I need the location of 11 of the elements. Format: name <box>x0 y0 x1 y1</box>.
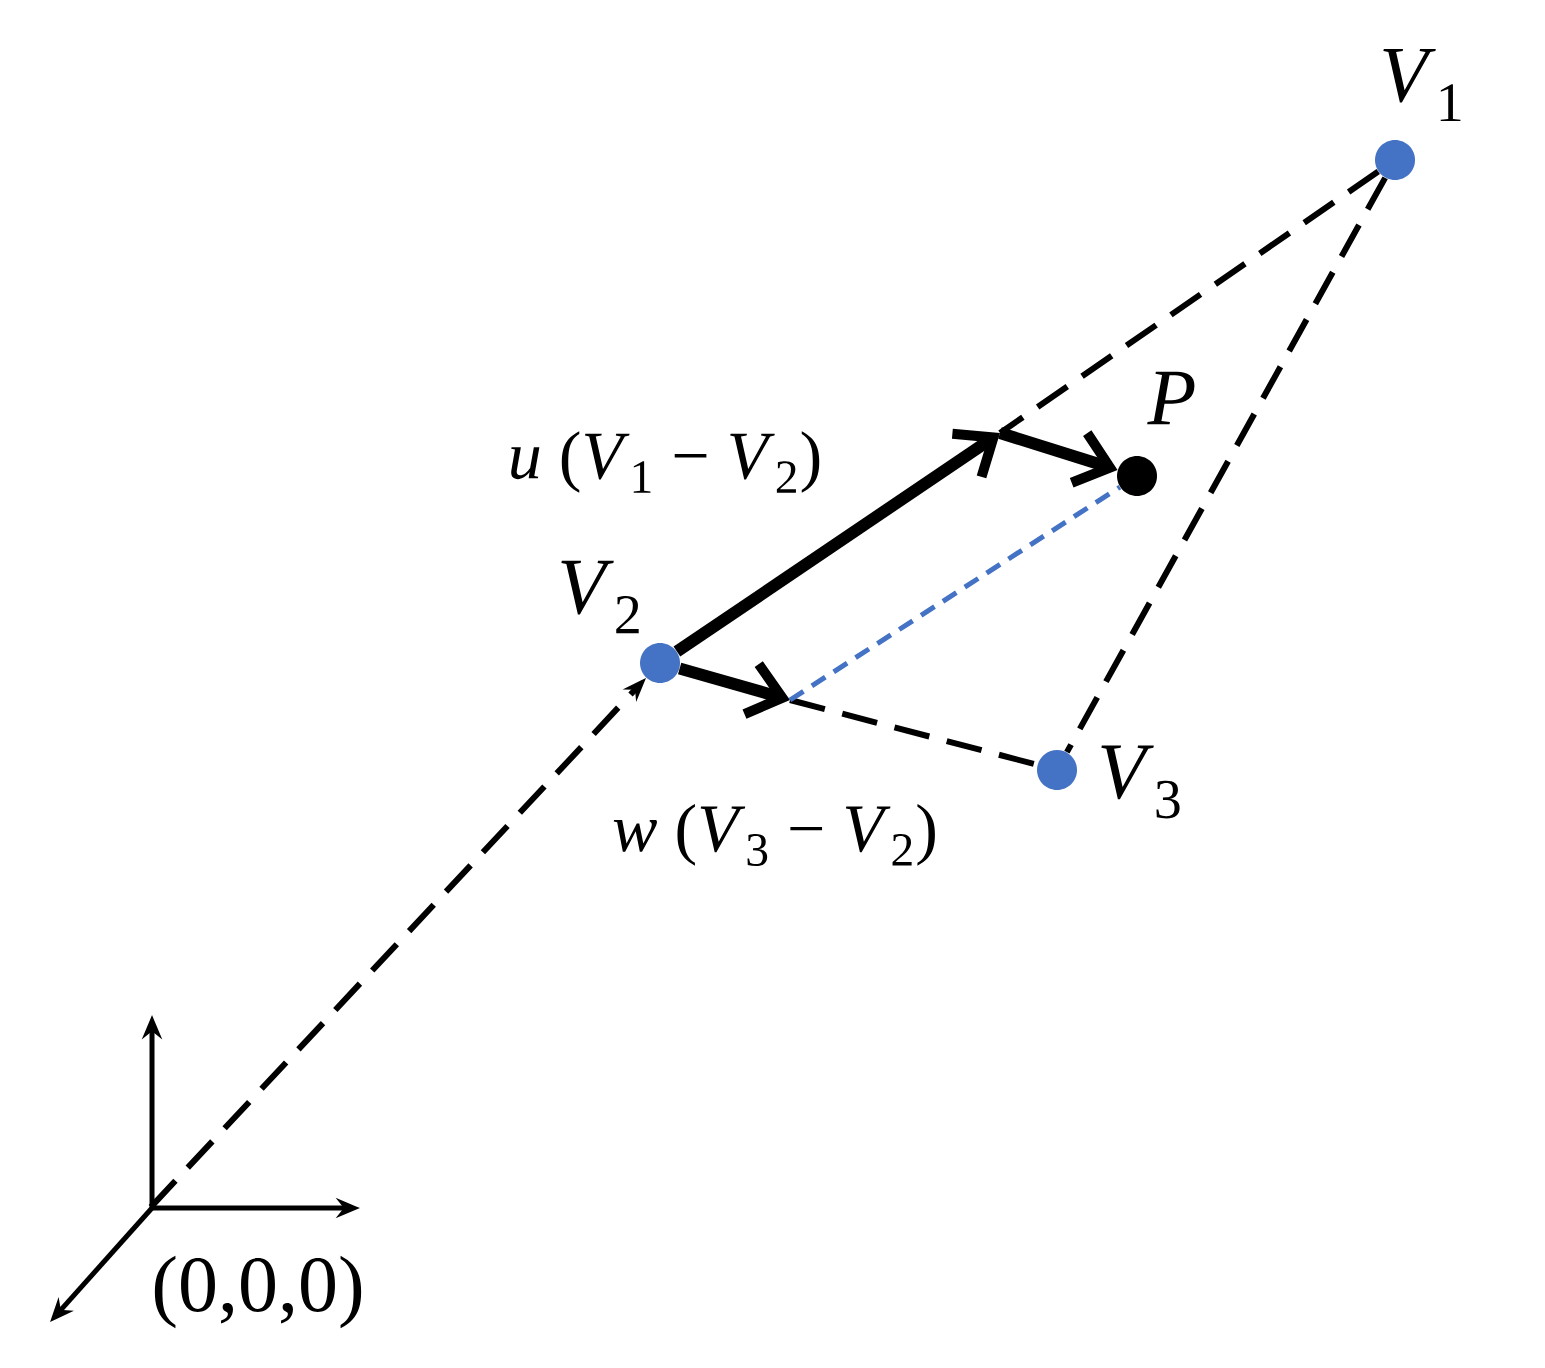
point-label: V$_{3}$ <box>1101 745 1180 819</box>
point-label: V$_{1}$ <box>1383 48 1461 122</box>
edge-label: u (V$_{1}$ − V$_{2}$) <box>503 427 827 497</box>
connector-line <box>1064 176 1388 754</box>
point-label: (0,0,0) <box>154 1255 362 1329</box>
arrow <box>998 427 1118 488</box>
connector-line <box>788 484 1122 703</box>
point-label: P <box>1147 371 1195 425</box>
point-label: V$_{2}$ <box>561 560 639 634</box>
arrow <box>673 428 1000 657</box>
edge-label: w (V$_{3}$ − V$_{2}$) <box>608 800 942 870</box>
